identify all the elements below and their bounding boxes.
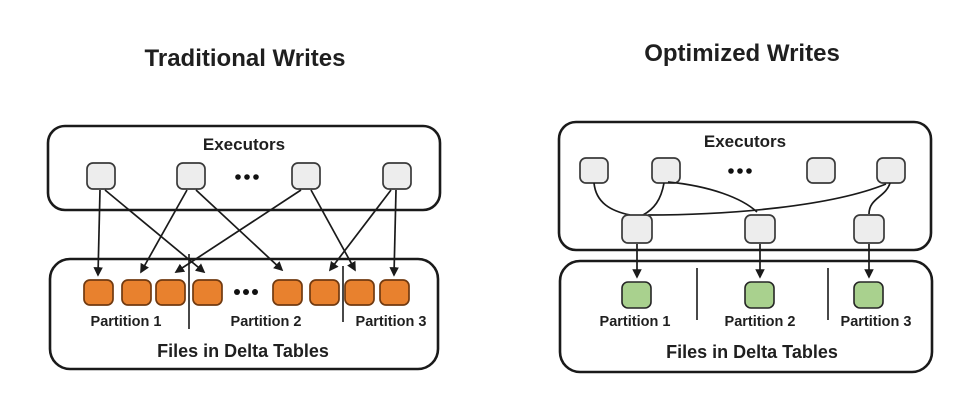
right-executor-box-2 (651, 157, 681, 184)
right-partition-1-label: Partition 1 (600, 314, 671, 330)
left-executors-ellipsis-icon (235, 174, 259, 180)
shuffle-curve-exec2-task2 (667, 181, 758, 213)
right-title: Optimized Writes (644, 40, 840, 67)
left-executor-box-4 (382, 162, 412, 190)
left-partition-2-label: Partition 2 (231, 314, 302, 330)
write-arrow-exec2-file2 (140, 189, 188, 274)
right-executor-box-4 (876, 157, 906, 184)
left-executor-box-1 (86, 162, 116, 190)
left-files-ellipsis-icon (234, 289, 258, 295)
left-executor-box-3 (291, 162, 321, 190)
file-box-orange-4 (192, 279, 223, 306)
right-files-container (558, 259, 934, 374)
right-executors-ellipsis-icon (728, 168, 752, 174)
file-box-orange-7 (344, 279, 375, 306)
right-executors-label: Executors (704, 132, 786, 151)
right-write-arrows (632, 244, 874, 279)
left-executors-container (46, 124, 442, 212)
file-box-green-2 (744, 281, 775, 309)
file-box-orange-3 (155, 279, 186, 306)
optimized-writes-diagram: Optimized Writes Executors (557, 40, 934, 374)
right-executor-box-1 (579, 157, 609, 184)
left-files-label: Files in Delta Tables (157, 341, 329, 361)
file-box-green-1 (621, 281, 652, 309)
shuffle-curve-exec1-task1 (593, 182, 631, 216)
right-partition-3-label: Partition 3 (841, 314, 912, 330)
shuffle-curve-exec4-task1 (647, 183, 887, 216)
write-arrow-exec3-file7 (310, 189, 356, 272)
file-box-orange-6 (309, 279, 340, 306)
left-partition-3-label: Partition 3 (356, 314, 427, 330)
left-executor-box-2 (176, 162, 206, 190)
file-box-orange-2 (121, 279, 152, 306)
shuffle-task-box-2 (744, 214, 776, 244)
left-partition-1-label: Partition 1 (91, 314, 162, 330)
write-arrow-exec1-file1 (93, 189, 103, 277)
file-box-orange-5 (272, 279, 303, 306)
file-box-orange-8 (379, 279, 410, 306)
shuffle-task-box-3 (853, 214, 885, 244)
left-executors-label: Executors (203, 135, 285, 154)
left-write-arrows (93, 189, 399, 277)
shuffle-curve-exec2-task1 (642, 182, 665, 216)
write-arrow-exec4-file8 (389, 189, 399, 277)
right-executor-box-3 (806, 157, 836, 184)
right-partition-2-label: Partition 2 (725, 314, 796, 330)
write-arrow-exec4-file6 (328, 189, 392, 272)
left-title: Traditional Writes (145, 45, 346, 72)
file-box-green-3 (853, 281, 884, 309)
file-box-orange-1 (83, 279, 114, 306)
write-arrow-exec3-file3 (174, 189, 302, 273)
left-file-boxes (83, 279, 410, 306)
shuffle-curve-exec4-task3 (868, 182, 891, 215)
right-files-label: Files in Delta Tables (666, 342, 838, 362)
traditional-writes-diagram: Traditional Writes Executors (46, 45, 442, 371)
shuffle-task-box-1 (621, 214, 653, 244)
write-arrow-exec1-file4 (104, 189, 206, 274)
shuffle-curves (593, 181, 891, 216)
